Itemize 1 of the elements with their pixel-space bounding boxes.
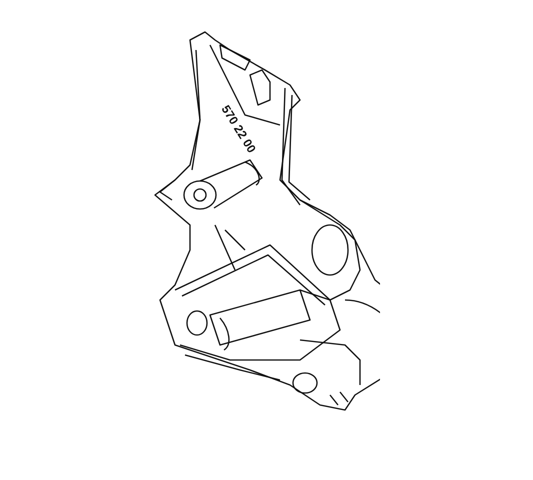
part-number: 570 22 00: [218, 102, 259, 156]
